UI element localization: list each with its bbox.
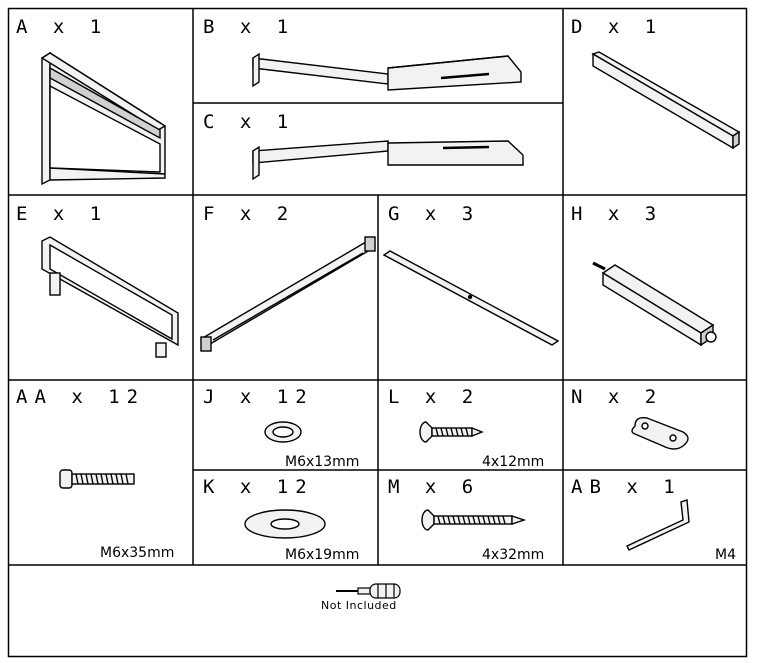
part-label: B x 1 — [203, 16, 296, 38]
part-cell-c: C x 1 — [193, 103, 563, 195]
tool-cell: Not Included — [8, 565, 747, 657]
side-rail-drawing — [252, 140, 524, 181]
lock-washer-drawing — [264, 421, 302, 443]
side-rail-drawing — [252, 52, 522, 91]
part-cell-ab: AB x 1 M4 — [563, 470, 747, 565]
bolt-drawing — [59, 469, 135, 489]
part-label: D x 1 — [571, 16, 664, 38]
part-label: E x 1 — [16, 203, 109, 225]
part-label: AA x 12 — [16, 386, 146, 408]
center-rail-drawing — [200, 236, 376, 352]
part-cell-f: F x 2 — [193, 195, 378, 380]
part-cell-l: L x 2 4x12mm — [378, 380, 563, 470]
slat-bar-drawing — [591, 51, 741, 150]
flat-washer-drawing — [244, 509, 326, 539]
part-cell-k: K x 12 M6x19mm — [193, 470, 378, 565]
tool-note: Not Included — [321, 599, 397, 612]
part-label: N x 2 — [571, 386, 664, 408]
part-label: G x 3 — [388, 203, 481, 225]
size-label: 4x32mm — [482, 547, 545, 563]
part-cell-e: E x 1 — [8, 195, 193, 380]
part-label: J x 12 — [203, 386, 314, 408]
part-label: M x 6 — [388, 476, 481, 498]
footboard-drawing — [41, 236, 179, 358]
part-label: K x 12 — [203, 476, 314, 498]
part-label: F x 2 — [203, 203, 296, 225]
part-cell-d: D x 1 — [563, 8, 747, 195]
size-label: M6x13mm — [285, 454, 360, 470]
part-cell-h: H x 3 — [563, 195, 747, 380]
size-label: 4x12mm — [482, 454, 545, 470]
headboard-drawing — [40, 51, 167, 186]
part-label: C x 1 — [203, 111, 296, 133]
support-leg-drawing — [592, 261, 717, 347]
long-screw-drawing — [421, 509, 527, 531]
part-label: A x 1 — [16, 16, 109, 38]
short-screw-drawing — [419, 421, 484, 443]
part-cell-b: B x 1 — [193, 8, 563, 103]
size-label: M4 — [715, 547, 736, 563]
part-cell-m: M x 6 4x32mm — [378, 470, 563, 565]
size-label: M6x35mm — [100, 545, 175, 561]
part-cell-n: N x 2 — [563, 380, 747, 470]
part-label: L x 2 — [388, 386, 481, 408]
part-cell-j: J x 12 M6x13mm — [193, 380, 378, 470]
support-bar-drawing — [382, 250, 560, 346]
size-label: M6x19mm — [285, 547, 360, 563]
part-label: H x 3 — [571, 203, 664, 225]
part-cell-g: G x 3 — [378, 195, 563, 380]
allen-key-drawing — [626, 499, 690, 551]
part-cell-aa: AA x 12 M6x35mm — [8, 380, 193, 565]
part-label: AB x 1 — [571, 476, 682, 498]
connector-plate-drawing — [631, 416, 689, 450]
screwdriver-icon — [336, 583, 401, 599]
part-cell-a: A x 1 — [8, 8, 193, 195]
